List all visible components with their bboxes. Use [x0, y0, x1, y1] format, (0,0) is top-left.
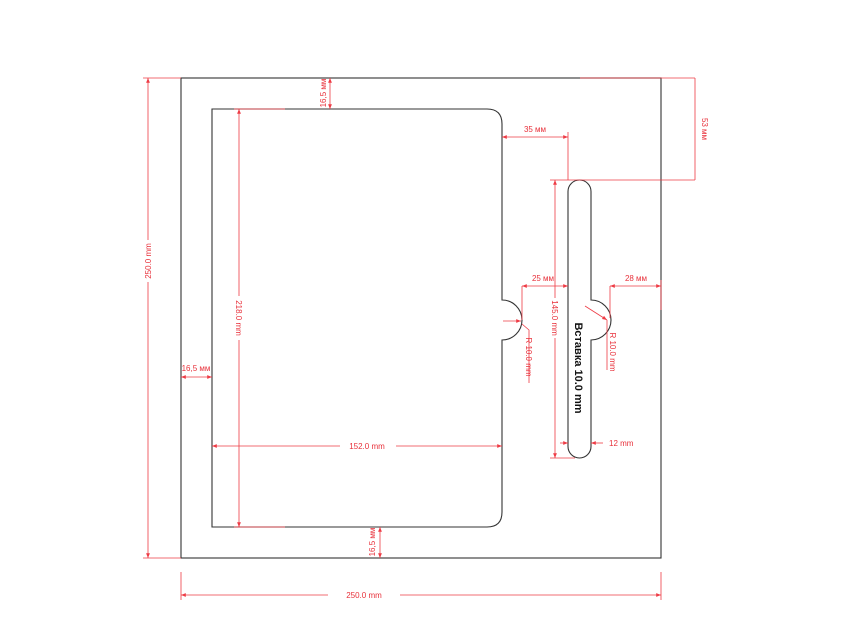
svg-text:152.0 mm: 152.0 mm [349, 442, 385, 451]
svg-text:250.0 mm: 250.0 mm [144, 243, 153, 279]
svg-text:145.0 mm: 145.0 mm [550, 300, 559, 336]
svg-text:25 мм: 25 мм [532, 274, 554, 283]
dimension-notch-to-edge: 28 мм [609, 274, 662, 318]
svg-text:35 мм: 35 мм [524, 125, 546, 134]
insert-slot [567, 179, 612, 459]
dimension-margin-left: 16,5 мм [181, 364, 212, 379]
svg-text:12 mm: 12 mm [609, 439, 634, 448]
dimension-radius-right: R 10.0 mm [584, 305, 617, 372]
dimension-cutout-width: 152.0 mm [212, 438, 502, 451]
dimension-margin-bottom: 16,5 мм [368, 527, 382, 558]
svg-text:R 10.0 mm: R 10.0 mm [524, 337, 533, 376]
svg-text:16,5 мм: 16,5 мм [319, 79, 328, 108]
dimension-slot-length: 145.0 mm [549, 180, 575, 459]
photo-cutout [211, 108, 523, 528]
outer-board [180, 77, 662, 559]
svg-text:16,5 мм: 16,5 мм [368, 528, 377, 557]
dimension-slot-width: 12 mm [560, 439, 634, 448]
svg-text:218.0 mm: 218.0 mm [234, 300, 243, 336]
dimension-outer-height: 250.0 mm [142, 77, 181, 559]
dimension-cutout-height: 218.0 mm [233, 108, 285, 528]
dimension-slot-offset-top: 53 мм [550, 77, 709, 181]
dimension-notch-gap: 25 мм [521, 274, 568, 320]
svg-text:R 10.0 mm: R 10.0 mm [608, 332, 617, 371]
dimension-gap-to-slot: 35 мм [502, 125, 569, 180]
insert-label: Вставка 10.0 mm [572, 322, 584, 413]
svg-text:250.0 mm: 250.0 mm [346, 591, 382, 600]
dimension-radius-left: R 10.0 mm [503, 319, 533, 383]
svg-text:53 мм: 53 мм [700, 118, 709, 140]
svg-text:28 мм: 28 мм [625, 274, 647, 283]
svg-text:16,5 мм: 16,5 мм [182, 364, 211, 373]
dimension-margin-top: 16,5 мм [319, 78, 332, 109]
dimension-outer-width: 250.0 mm [180, 572, 662, 600]
